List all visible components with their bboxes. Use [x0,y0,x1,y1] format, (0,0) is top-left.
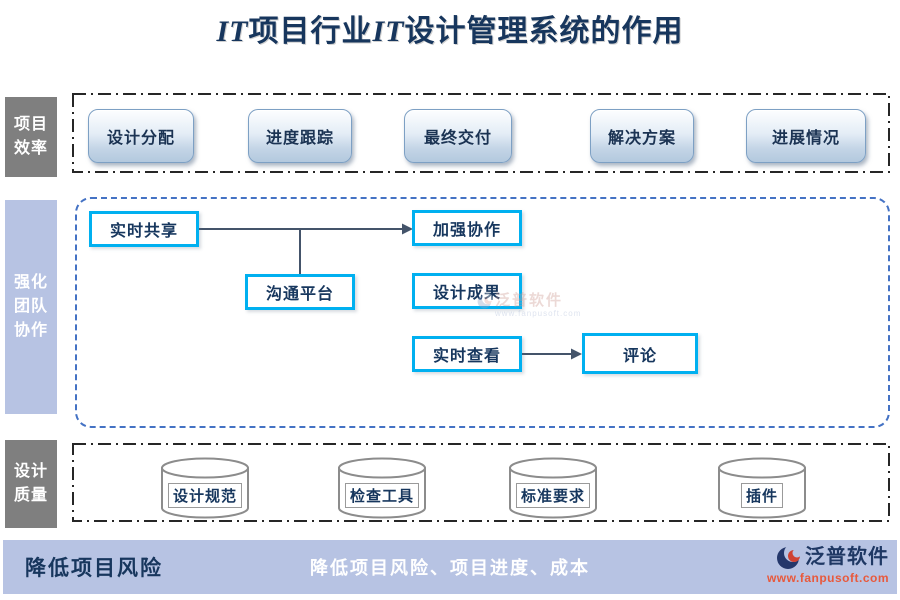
flow-connectors [197,223,582,360]
button-progress-status: 进展情况 [746,109,866,163]
footer-center-label: 降低项目风险、项目进度、成本 [310,558,590,578]
cylinder-design-standards: 设计规范 [160,457,250,519]
title-segment: 设计管理系统的作用 [404,15,684,48]
cylinder-label: 插件 [740,483,784,508]
row-label-line: 团队 [13,298,48,315]
footer-bar: 降低项目风险 降低项目风险、项目进度、成本 泛普软件 www.fanpusoft… [3,540,897,594]
row-label-line: 效率 [13,140,48,157]
row-label-team-collaboration: 强化 团队 协作 [5,200,57,414]
fanpu-logo-icon [777,544,802,569]
footer-left-label: 降低项目风险 [25,557,163,580]
page-title: IT项目行业IT设计管理系统的作用 [0,6,900,50]
teamwork-band: 实时共享 加强协作 沟通平台 设计成果 实时查看 评论 泛普软件 www.fan… [75,197,890,428]
cylinder-check-tools: 检查工具 [337,457,427,519]
efficiency-band: 设计分配 进度跟踪 最终交付 解决方案 进展情况 [72,93,890,173]
cylinder-standard-requirements: 标准要求 [508,457,598,519]
row-label-line: 强化 [13,274,48,291]
brand-block: 泛普软件 www.fanpusoft.com [767,544,889,584]
node-realtime-share: 实时共享 [89,211,199,247]
cylinder-plugins: 插件 [717,457,807,519]
title-segment: 项目行业 [248,15,373,48]
row-label-project-efficiency: 项目 效率 [5,97,57,177]
row-label-line: 设计 [13,463,48,480]
row-label-line: 协作 [13,322,48,339]
button-progress-tracking: 进度跟踪 [248,109,352,163]
cylinder-label: 检查工具 [344,483,420,508]
node-design-results: 设计成果 [412,273,522,309]
node-comment: 评论 [582,333,698,374]
cylinder-label: 标准要求 [515,483,591,508]
arrowhead-icon [402,223,413,235]
row-label-line: 项目 [13,116,48,133]
arrowhead-icon [571,348,582,360]
brand-name: 泛普软件 [805,546,889,568]
brand-url: www.fanpusoft.com [766,571,889,585]
quality-band: 设计规范 检查工具 标准要求 插件 [72,443,890,522]
node-realtime-view: 实时查看 [412,336,522,372]
row-label-line: 质量 [13,487,48,504]
node-communication-platform: 沟通平台 [245,274,355,310]
button-final-delivery: 最终交付 [404,109,512,163]
button-design-assignment: 设计分配 [88,109,194,163]
button-solution: 解决方案 [590,109,694,163]
row-label-design-quality: 设计 质量 [5,440,57,528]
title-segment: IT [372,15,405,48]
cylinder-label: 设计规范 [167,483,243,508]
title-segment: IT [216,15,249,48]
node-strengthen-collaboration: 加强协作 [412,210,522,246]
